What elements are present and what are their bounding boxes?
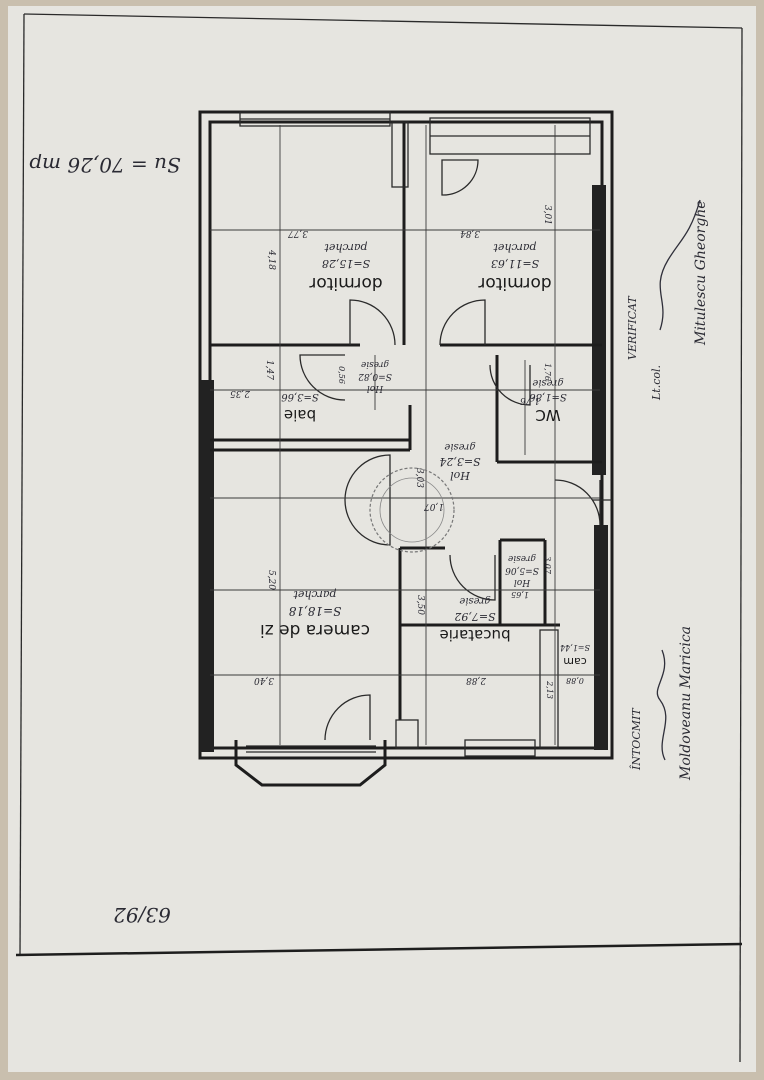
right-wall-shade-bottom — [594, 525, 608, 750]
sheet-number: 63/92 — [113, 903, 171, 927]
dormitor-right-floor: parchet — [493, 241, 537, 254]
camara-area: S=1,44 — [560, 643, 590, 652]
bay-window — [234, 739, 536, 787]
dim-dormitor-left-h: 4,18 — [266, 249, 276, 270]
verified-name: Mitulescu Gheorghe — [693, 200, 709, 346]
dim-hol-small-h: 1,47 — [264, 360, 274, 380]
room-labels: dormitor S=15,28 parchet dormitor S=11,6… — [260, 241, 590, 668]
verified-signature — [659, 199, 701, 331]
hol-entry-area: S=5,06 — [505, 565, 539, 575]
dim-dormitor-right-w: 3,84 — [460, 228, 480, 238]
dim-camara-w: 0,88 — [566, 676, 584, 685]
hol-main-floor: gresie — [444, 441, 475, 452]
hol-main-area: S=3,24 — [439, 455, 480, 468]
floor-plan — [198, 110, 614, 787]
dim-bucatarie-w: 2,88 — [466, 675, 487, 685]
hol-main-name: Hol — [450, 469, 471, 482]
bucatarie-name: bucatarie — [439, 626, 510, 644]
dim-hol-small-w: 0,56 — [337, 366, 346, 384]
left-wall-shade — [200, 380, 214, 752]
verified-label: VERIFICAT — [626, 295, 639, 360]
dimension-lines — [210, 125, 600, 745]
camera-de-zi-name: camera de zi — [260, 620, 370, 640]
dim-hol-entry-w: 3,07 — [543, 556, 552, 575]
right-wall-shade-top — [592, 185, 606, 475]
dormitor-right-name: dormitor — [478, 273, 551, 293]
dim-wc-h: 1,76 — [543, 363, 552, 381]
dormitor-left-area: S=15,28 — [322, 257, 370, 270]
dim-hol-entry-h: 1,65 — [511, 590, 529, 599]
dim-camera-de-zi-w: 3,40 — [254, 675, 274, 685]
dim-camara-h: 2,13 — [545, 680, 554, 699]
dim-bucatarie-h: 3,50 — [415, 595, 425, 615]
hol-entry-name: Hol — [514, 577, 531, 587]
drawn-signature — [656, 649, 667, 761]
dim-dormitor-left-w: 3,77 — [288, 228, 308, 238]
hol-small-name: Hol — [367, 383, 384, 393]
circular-stamp — [369, 467, 455, 553]
baie-area: S=3,66 — [281, 391, 319, 402]
document-sheet — [8, 6, 756, 1072]
dormitor-left-name: dormitor — [309, 273, 382, 293]
handwritten-notes: Su = 70,26 mp 63/92 VERIFICAT Lt.col. Mi… — [29, 153, 709, 927]
doors — [299, 159, 612, 741]
camera-de-zi-floor: parchet — [293, 588, 337, 601]
dim-hol-main-w: 3,03 — [414, 468, 424, 488]
baie-name: baie — [284, 406, 316, 424]
sheet-border — [15, 13, 743, 1063]
hol-entry-floor: gresie — [508, 553, 536, 563]
verified-role: Lt.col. — [650, 365, 663, 401]
top-window — [239, 111, 591, 155]
dormitor-left-floor: parchet — [324, 241, 368, 254]
internal-walls — [210, 121, 602, 749]
hol-small-floor: gresie — [361, 359, 389, 369]
bucatarie-floor: gresie — [459, 595, 490, 606]
dim-dormitor-right-h: 3,01 — [542, 205, 552, 225]
dim-camera-de-zi-h: 5,20 — [266, 570, 276, 590]
hol-small-area: S=0,82 — [358, 371, 392, 381]
wc-floor: gresie — [532, 377, 563, 388]
bucatarie-area: S=7,92 — [454, 610, 495, 623]
dim-baie-w: 2,35 — [230, 388, 251, 398]
drawn-label: ÎNTOCMIT — [629, 707, 643, 771]
camera-de-zi-area: S=18,18 — [288, 604, 341, 618]
dimension-values: 3,77 4,18 3,84 3,01 1,47 0,56 2,35 1,76 … — [230, 205, 584, 699]
area-note: Su = 70,26 mp — [29, 153, 181, 177]
dormitor-right-area: S=11,63 — [491, 257, 539, 270]
wc-area: S=1,86 — [529, 391, 567, 402]
camara-name: cam — [563, 655, 587, 668]
wc-name: WC — [535, 406, 560, 424]
dim-hol-main-h: 1,07 — [424, 501, 444, 511]
drawn-name: Moldoveanu Maricica — [678, 626, 694, 781]
dim-wc-w: 1,76 — [520, 395, 540, 405]
